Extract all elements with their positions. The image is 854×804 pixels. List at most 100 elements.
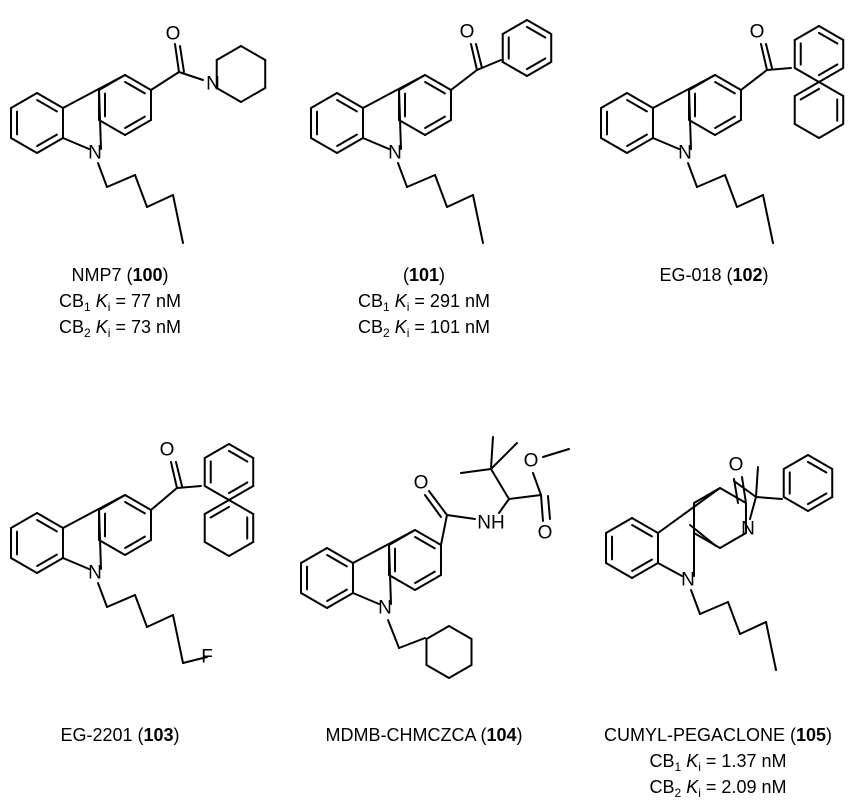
c103-left-ring [36,557,64,574]
c104-bond [531,472,542,496]
c101-carbonyl-double [474,43,483,69]
c101-alkyl-chain [397,162,408,188]
c101-alkyl-chain [434,174,448,208]
c100-alkyl-chain [172,194,184,244]
c100-right-ring [98,119,126,136]
compound-105-cb1: CB1 Ki = 1.37 nM [649,751,787,774]
compound-105-label: CUMYL-PEGACLONE (105) CB1 Ki = 1.37 nM C… [588,722,848,800]
c102-alkyl-chain [724,174,738,208]
c104-pyrrole-bond [388,544,392,605]
c105-benzo-ring [631,517,659,534]
c103-oxygen-atom: O [160,440,175,461]
compound-104-label: MDMB-CHMCZCA (104) [294,722,554,748]
c104-tbutyl [489,442,518,470]
c103-naphthyl-ring-a-double [227,481,249,495]
c100-right-ring [124,119,152,136]
c103-right-ring [98,539,126,556]
c102-left-ring [626,137,654,154]
c105-alkyl-chain [727,601,741,635]
c102-carbonyl-double [764,43,773,69]
c105-oxygen-atom: O [729,455,744,476]
c105-alkyl-chain [739,621,767,635]
compound-101-cb2: CB2 Ki = 101 nM [358,317,490,340]
c103-fluoroalkyl-chain [146,614,174,628]
c100-pyrrole-bond [98,89,102,150]
c101-left-ring [336,92,364,109]
c105-pyridinone-ring [719,532,747,549]
c105-phenyl-ring [806,454,834,470]
c105-benzo-ring [605,517,633,534]
c104-ester-oxygen: O [538,523,553,544]
c103-naphthyl-ring-a [203,485,230,501]
c105-benzo-ring-double [631,523,653,538]
c102-oxygen-atom: O [750,22,765,43]
c103-fluoroalkyl-chain [134,594,148,628]
c100-left-ring [10,92,38,109]
c105-benzo-ring-double [631,558,653,573]
c105-phenyl-ring [806,496,834,512]
c105-carbonyl [740,476,747,504]
c104-amide-nh: NH [477,513,504,534]
c103-left-ring-double [36,518,58,533]
c100-right-ring [124,74,152,91]
c102-left-ring [600,92,628,109]
c102-naphthyl-ring-a [817,67,845,83]
c104-cyclohexyl-ring [425,625,450,640]
c101-right-ring [398,119,426,136]
c103-left-ring [36,512,64,529]
c102-naphthyl-ring-a [817,25,845,41]
compound-100-cb2: CB2 Ki = 73 nM [59,317,181,340]
c101-alkyl-chain [446,194,474,208]
c102-bond [765,67,792,71]
c101-left-ring-double [336,98,358,113]
c104-amide-oxygen: O [414,473,429,494]
c102-bond [739,69,768,91]
c100-carbonyl [173,43,180,73]
c104-left-ring [300,592,328,609]
c105-phenyl-ring [782,496,809,512]
c102-right-ring [688,119,716,136]
c102-right-ring-double [714,80,736,95]
c102-naphthyl-ring-a [793,67,820,83]
c105-lactam-nitrogen: N [741,519,755,540]
c104-ether-oxygen: O [524,451,539,472]
c105-benzo-ring [605,562,633,579]
c103-pyrrole-bond [61,557,90,570]
c104-methyl [541,448,570,458]
c102-right-ring [714,74,742,91]
c100-pyrrole-bond [61,137,90,150]
compound-100-label: NMP7 (100) CB1 Ki = 77 nM CB2 Ki = 73 nM [0,262,250,340]
c101-pyrrole-bond [398,89,402,150]
c100-piperidine-ring [239,87,267,103]
c103-fluoroalkyl-chain [182,656,208,664]
c104-methylene [387,619,400,649]
c105-pyridinone-ring [719,487,747,504]
c104-cyclohexyl-ring [448,625,473,640]
c101-left-ring [310,137,338,154]
c102-alkyl-chain [736,194,764,208]
c104-left-ring [326,592,354,609]
c103-naphthyl-ring-b [203,499,230,515]
c104-right-ring [388,574,416,591]
c101-nitrogen-atom: N [388,143,402,164]
c105-pyrrole-bond [656,562,683,577]
c103-fluoroalkyl-chain [172,614,184,664]
c103-left-ring [10,512,38,529]
c104-cyclohexyl-ring [448,664,473,679]
c102-alkyl-chain [687,162,698,188]
c102-pyrrole-bond [651,137,680,150]
c100-alkyl-chain [106,174,136,188]
c105-methyl [732,480,757,498]
c100-nitrogen-atom: N [88,143,102,164]
compound-101-cb1: CB1 Ki = 291 nM [358,291,490,314]
c102-naphthyl-ring-b-double [799,87,821,101]
c100-oxygen-atom: O [166,24,181,45]
c105-alkyl-chain [765,621,777,671]
c102-alkyl-chain [696,174,726,188]
c100-left-ring [36,137,64,154]
c102-naphthyl-ring-b [817,81,845,97]
c100-piperidine-nitrogen: N [206,74,220,95]
c103-naphthyl-ring-a [227,485,255,501]
c100-alkyl-chain [146,194,174,208]
c104-bond [507,494,542,500]
